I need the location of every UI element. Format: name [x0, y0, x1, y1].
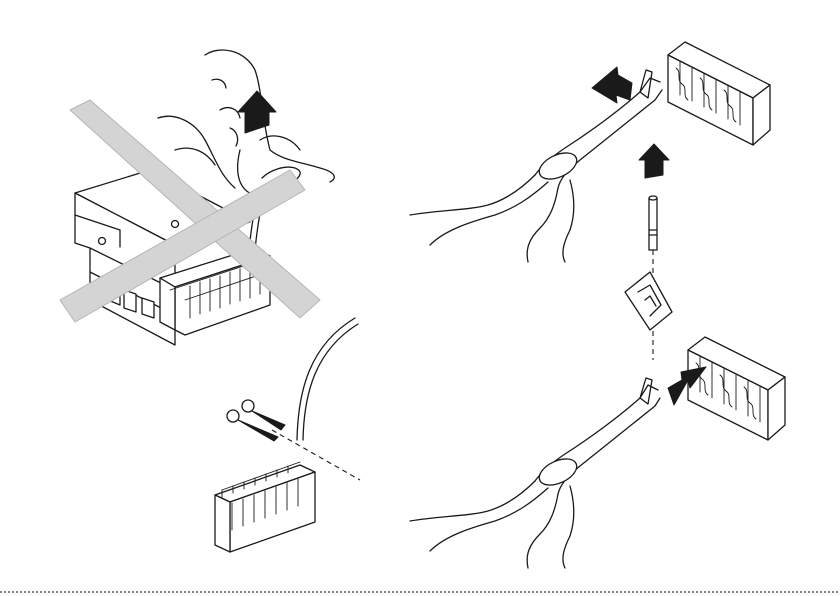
up-arrow-icon	[238, 91, 276, 133]
cut-wire-panel	[215, 318, 360, 552]
connector-icon	[215, 462, 315, 552]
do-not-pull-wire-panel	[60, 50, 334, 345]
cut-wire	[297, 318, 355, 440]
connector-icon	[668, 42, 770, 145]
pliers-icon	[410, 70, 662, 262]
remove-terminal-panel	[410, 42, 770, 360]
pliers-icon	[410, 378, 660, 568]
left-arrow-icon	[592, 67, 632, 103]
insert-terminal-panel	[410, 337, 785, 568]
up-arrow-icon	[639, 144, 669, 178]
retaining-clip-icon	[625, 272, 672, 330]
scissors-icon	[227, 400, 285, 441]
terminal-pin-icon	[649, 196, 657, 250]
connector-icon	[688, 337, 785, 440]
